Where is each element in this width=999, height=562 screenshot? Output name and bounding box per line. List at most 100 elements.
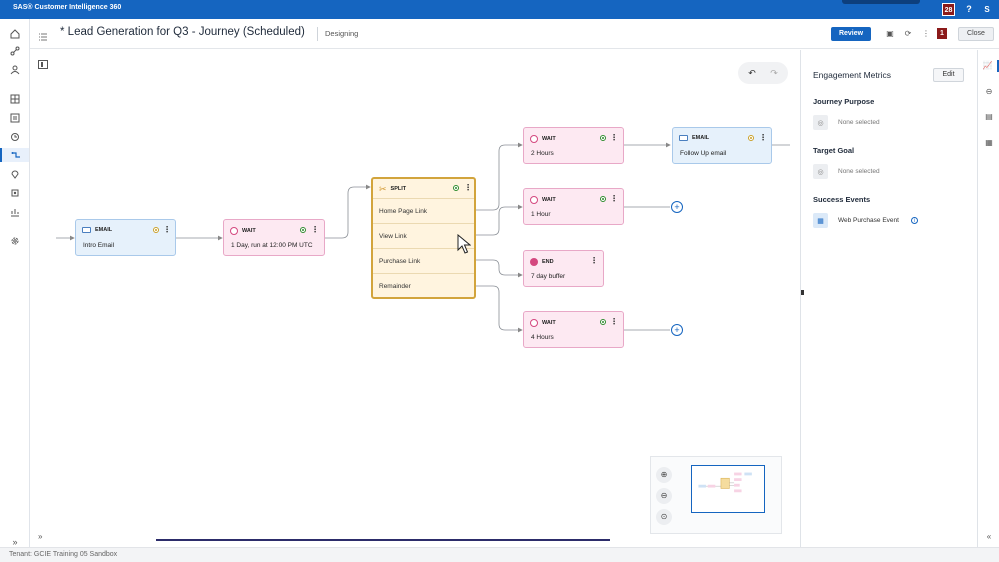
node-intro-email[interactable]: EMAIL ⋮ Intro Email: [75, 219, 176, 256]
calendar-settings-icon[interactable]: ▦: [985, 138, 993, 147]
top-bar: SAS® Customer Intelligence 360 28 ? S: [0, 0, 999, 19]
help-button[interactable]: ?: [966, 4, 972, 14]
status-indicator-icon: [453, 185, 459, 191]
node-type-label: EMAIL: [95, 227, 113, 233]
wait-clock-icon: [230, 227, 238, 235]
email-icon: [82, 227, 91, 233]
wait-clock-icon: [530, 196, 538, 204]
split-branch-remainder[interactable]: Remainder: [373, 273, 474, 298]
expand-nav-icon[interactable]: »: [12, 537, 18, 547]
right-rail: 📈 ⊖ ▤ ▦ «: [977, 50, 999, 547]
minimap-preview: [698, 472, 752, 493]
node-label: 1 Day, run at 12:00 PM UTC: [231, 242, 313, 249]
calendar-event-icon: ▦: [813, 213, 828, 228]
node-label: 2 Hours: [531, 150, 554, 157]
split-branch-purchase-link[interactable]: Purchase Link: [373, 248, 474, 273]
node-wait-4-hours[interactable]: WAIT ⋮ 4 Hours: [523, 311, 624, 348]
info-icon[interactable]: i: [910, 217, 918, 224]
more-options-icon[interactable]: ⋮: [922, 29, 930, 38]
document-icon[interactable]: ▤: [985, 112, 993, 121]
save-icon[interactable]: ▣: [886, 29, 894, 38]
node-type-label: WAIT: [542, 197, 556, 203]
node-type-label: WAIT: [242, 228, 256, 234]
node-menu-icon[interactable]: ⋮: [464, 183, 472, 192]
undo-redo-group: ↶ ↷: [738, 62, 788, 84]
journeys-icon[interactable]: [0, 148, 29, 162]
node-wait-1-hour[interactable]: WAIT ⋮ 1 Hour: [523, 188, 624, 225]
user-avatar[interactable]: S: [984, 5, 990, 14]
footer: Tenant: GCIE Training 05 Sandbox: [0, 547, 999, 562]
success-event-item[interactable]: ▦ Web Purchase Event i: [813, 213, 918, 228]
node-type-label: WAIT: [542, 320, 556, 326]
node-label: 7 day buffer: [531, 273, 566, 280]
no-entry-icon[interactable]: ⊖: [985, 87, 993, 96]
node-label: Intro Email: [83, 242, 115, 249]
node-menu-icon[interactable]: ⋮: [610, 317, 618, 326]
panel-resize-handle[interactable]: [801, 290, 804, 295]
list-view-icon[interactable]: [38, 29, 48, 41]
node-wait-2-hours[interactable]: WAIT ⋮ 2 Hours: [523, 127, 624, 164]
zoom-in-icon[interactable]: ⊕: [656, 467, 672, 483]
status-indicator-icon: [300, 227, 306, 233]
page-title: * Lead Generation for Q3 - Journey (Sche…: [60, 26, 305, 38]
review-button[interactable]: Review: [831, 27, 871, 41]
settings-gear-icon[interactable]: [6, 234, 24, 248]
home-icon[interactable]: [6, 27, 24, 41]
audience-icon[interactable]: [6, 63, 24, 77]
node-menu-icon[interactable]: ⋮: [610, 133, 618, 142]
node-label: 1 Hour: [531, 211, 551, 218]
notifications-badge[interactable]: 28: [942, 3, 955, 16]
journey-purpose-value[interactable]: ◎ None selected: [813, 115, 880, 130]
add-node-button[interactable]: +: [671, 324, 683, 336]
status-indicator-icon: [153, 227, 159, 233]
redo-icon[interactable]: ↷: [770, 68, 778, 78]
target-goal-value[interactable]: ◎ None selected: [813, 164, 880, 179]
minimap[interactable]: ⊕ ⊖ ⊙: [650, 456, 782, 534]
add-node-button[interactable]: +: [671, 201, 683, 213]
status-label: Designing: [325, 29, 359, 38]
app-brand: SAS® Customer Intelligence 360: [13, 4, 122, 11]
zoom-out-icon[interactable]: ⊖: [656, 488, 672, 504]
node-label: 4 Hours: [531, 334, 554, 341]
panel-title: Engagement Metrics: [813, 70, 891, 80]
node-menu-icon[interactable]: ⋮: [610, 194, 618, 203]
edit-metrics-button[interactable]: Edit: [933, 68, 964, 82]
toggle-panel-icon[interactable]: [38, 60, 48, 69]
horizontal-scrollbar[interactable]: [156, 539, 610, 541]
end-icon: [530, 258, 538, 266]
refresh-icon[interactable]: ⟳: [904, 29, 912, 38]
mouse-cursor-icon: [457, 234, 471, 254]
grid-icon[interactable]: [6, 92, 24, 106]
email-icon: [679, 135, 688, 141]
status-indicator-icon: [600, 319, 606, 325]
zoom-fit-icon[interactable]: ⊙: [656, 509, 672, 525]
minimap-viewport[interactable]: [691, 465, 765, 513]
node-type-label: EMAIL: [692, 135, 710, 141]
node-menu-icon[interactable]: ⋮: [311, 225, 319, 234]
split-branch-home-page-link[interactable]: Home Page Link: [373, 198, 474, 223]
expand-left-panel-icon[interactable]: »: [38, 532, 43, 541]
node-menu-icon[interactable]: ⋮: [163, 225, 171, 234]
journey-canvas[interactable]: ↶ ↷ EMAIL ⋮ Intro Email WAIT ⋮ 1 Day, ru…: [30, 50, 800, 547]
network-icon[interactable]: [6, 44, 24, 58]
metrics-chart-icon[interactable]: 📈: [978, 60, 999, 72]
undo-icon[interactable]: ↶: [748, 68, 756, 78]
close-button[interactable]: Close: [958, 27, 994, 41]
node-end[interactable]: END ⋮ 7 day buffer: [523, 250, 604, 287]
top-dropdown-tab[interactable]: [842, 0, 920, 4]
split-branch-view-link[interactable]: View Link: [373, 223, 474, 248]
wait-clock-icon: [530, 319, 538, 327]
location-icon[interactable]: [6, 167, 24, 181]
assets-icon[interactable]: [6, 186, 24, 200]
content-icon[interactable]: [6, 111, 24, 125]
tasks-icon[interactable]: [6, 130, 24, 144]
node-menu-icon[interactable]: ⋮: [759, 133, 767, 142]
status-indicator-icon: [600, 135, 606, 141]
node-wait-1-day[interactable]: WAIT ⋮ 1 Day, run at 12:00 PM UTC: [223, 219, 325, 256]
alert-badge[interactable]: 1: [937, 28, 947, 39]
collapse-panel-icon[interactable]: «: [986, 532, 992, 541]
analytics-icon[interactable]: [6, 205, 24, 219]
node-follow-up-email[interactable]: EMAIL ⋮ Follow Up email: [672, 127, 772, 164]
node-menu-icon[interactable]: ⋮: [590, 256, 598, 265]
engagement-metrics-panel: Engagement Metrics Edit Journey Purpose …: [800, 50, 977, 547]
